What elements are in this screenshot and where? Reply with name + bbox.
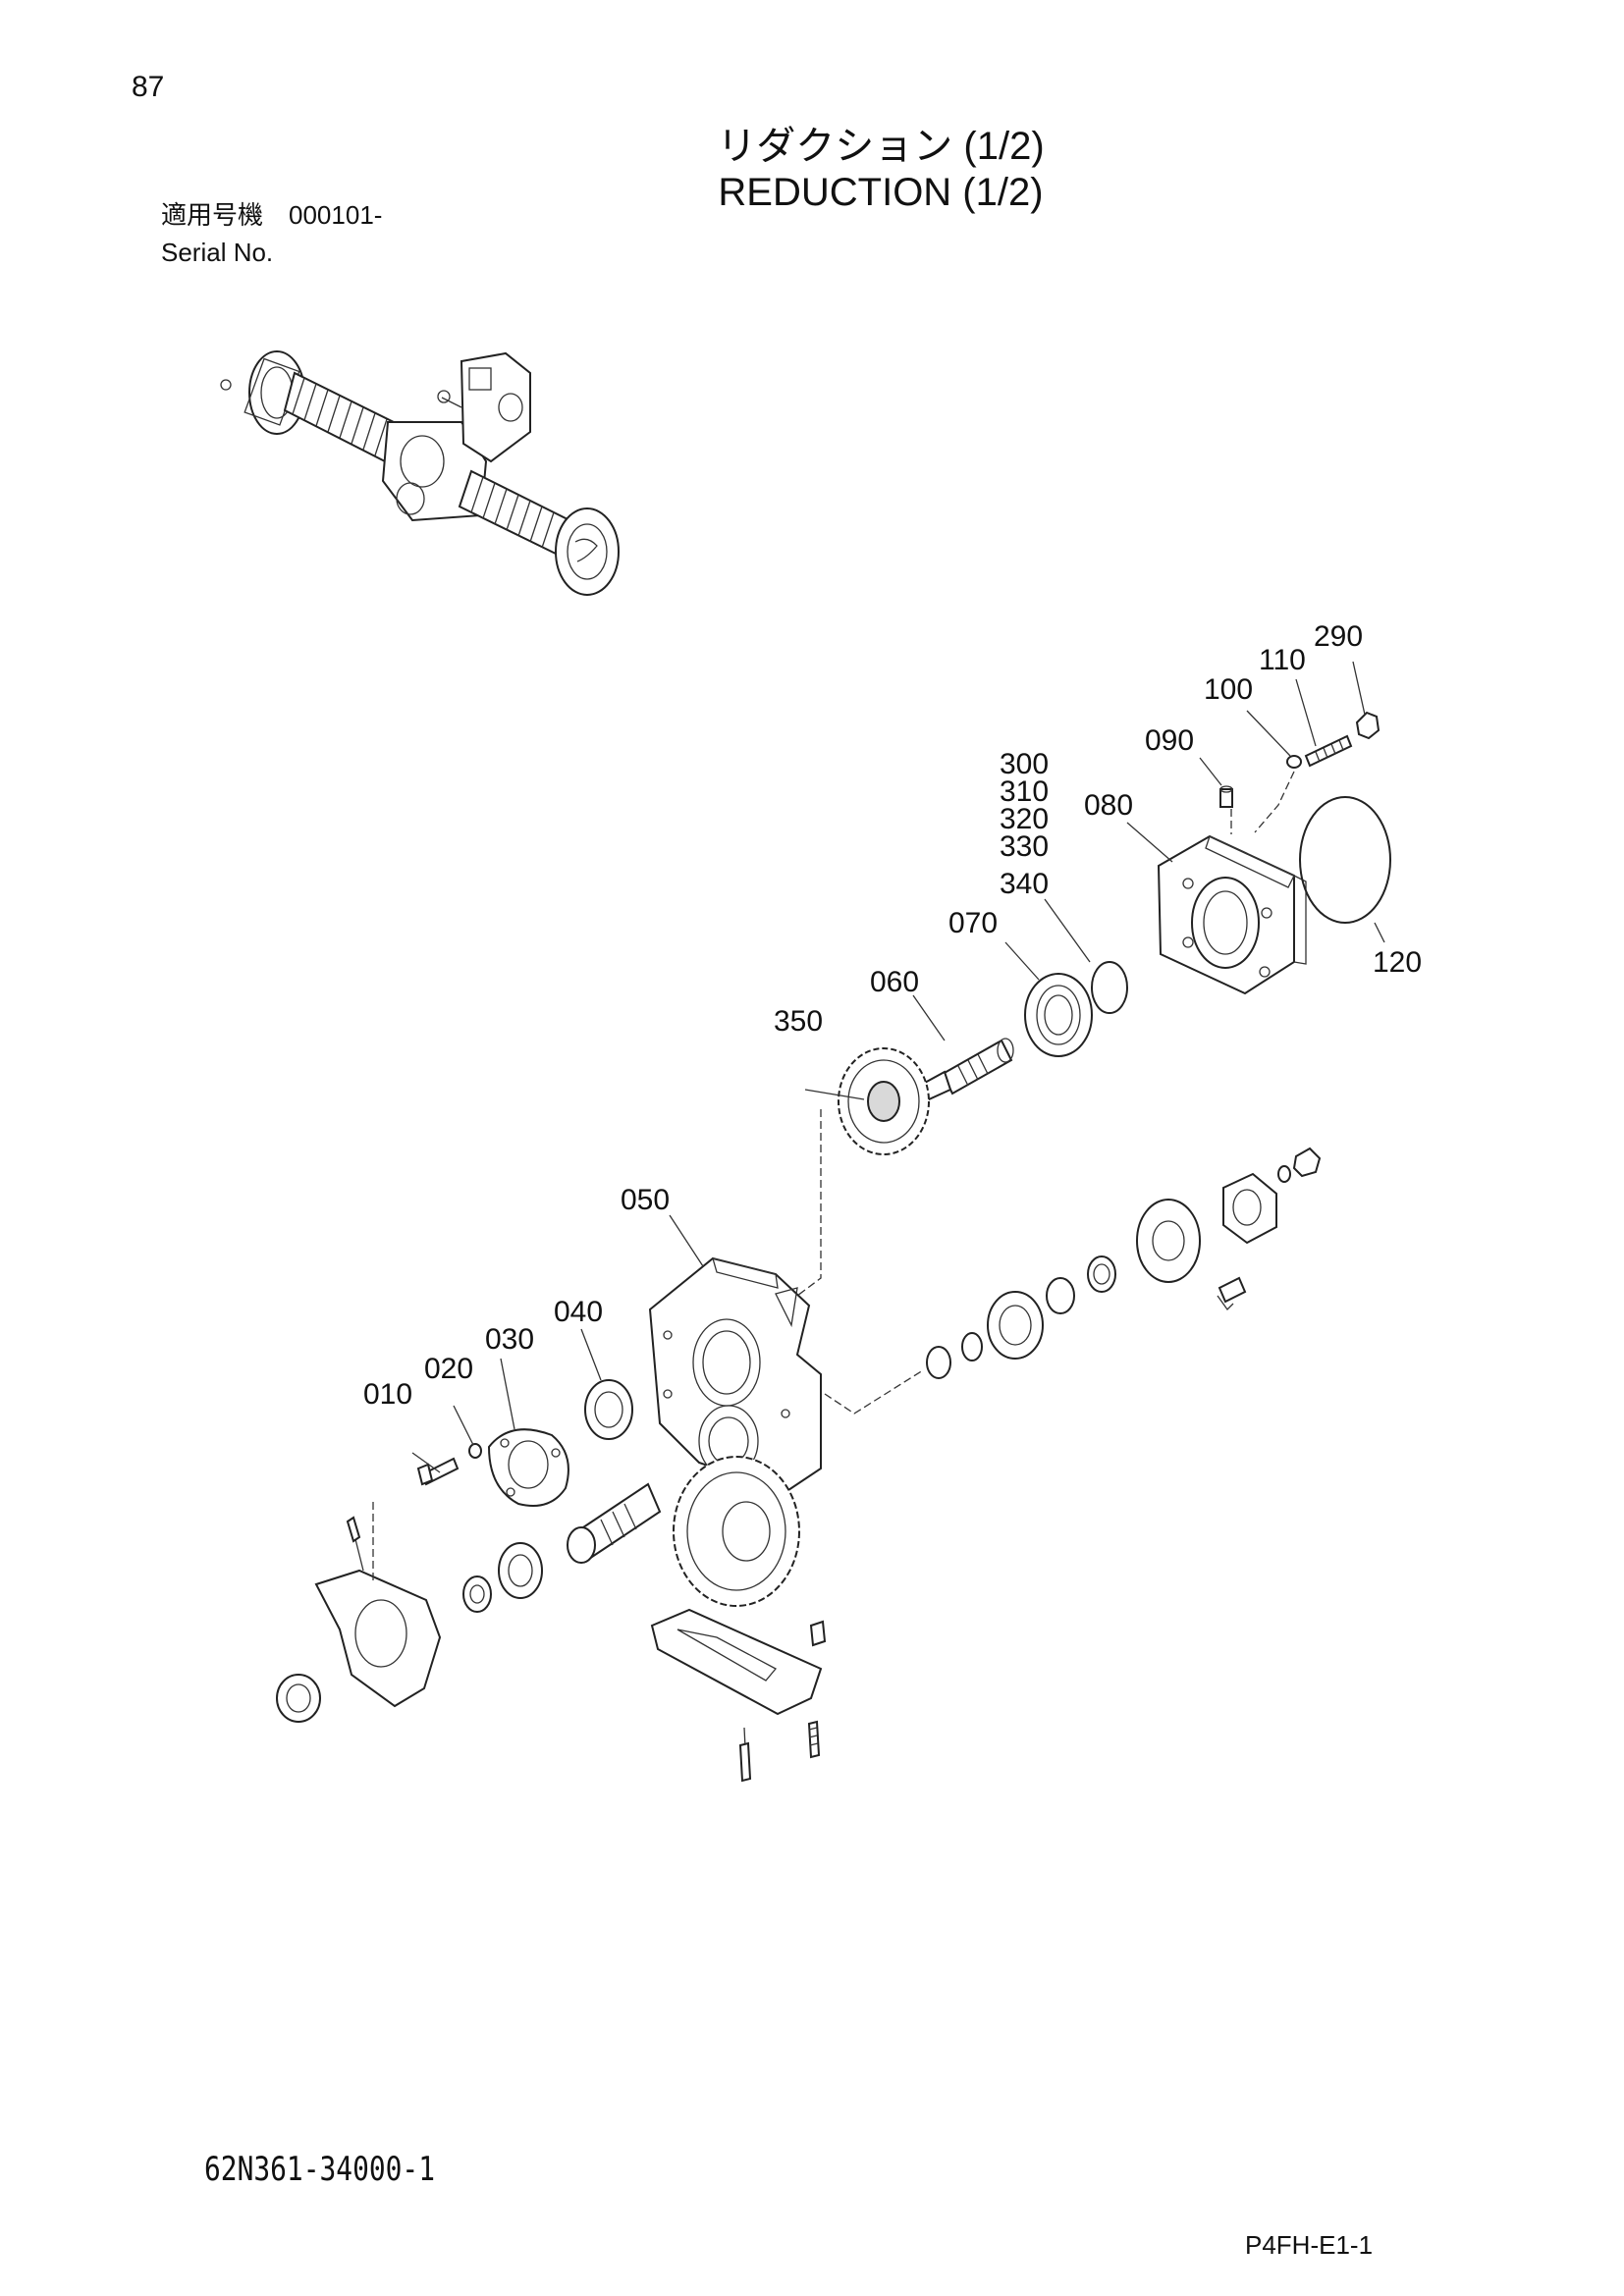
part-040-bearing [584,1379,633,1440]
page-title-en: REDUCTION (1/2) [718,171,1044,214]
part-100-washer [1286,755,1302,769]
callout-350: 350 [774,1005,823,1038]
leader-lines [372,661,1385,1582]
callout-010: 010 [363,1378,412,1411]
callout-290: 290 [1314,620,1363,653]
callout-110: 110 [1259,644,1306,676]
part-090-plug [1219,785,1233,808]
part-020-washer [468,1443,482,1459]
callout-310: 310 [1000,775,1049,808]
part-350-gear [838,1047,930,1155]
serial-info: 適用号機 000101- Serial No. [161,196,382,271]
drawing-number: 62N361-34000-1 [204,2150,435,2189]
callout-320: 320 [1000,803,1049,835]
part-080-cover [1157,834,1307,995]
input-shaft-assembly [462,1482,662,1613]
callout-300: 300 [1000,748,1049,780]
page-number: 87 [132,71,165,103]
driven-gear [673,1456,800,1607]
part-290-nut [1355,711,1380,740]
part-300-shim-set [1091,961,1128,1014]
callout-330: 330 [1000,830,1049,863]
part-010-bolt [416,1457,460,1486]
part-050-housing [648,1256,822,1494]
serial-label-en: Serial No. [161,238,274,267]
part-110-stud [1304,734,1353,768]
serial-value: 000101- [289,200,383,230]
serial-label-jp: 適用号機 [161,200,264,230]
part-060-shaft [921,1038,1014,1101]
callout-120: 120 [1373,946,1422,979]
callout-030: 030 [485,1323,534,1356]
axle-overview-illustration [220,350,620,596]
footer-code: P4FH-E1-1 [1245,2230,1374,2260]
knuckle-bracket [276,1516,442,1723]
part-070-bearing [1024,973,1093,1057]
output-shaft-assembly [926,1147,1322,1379]
part-120-o-ring [1299,796,1391,924]
callout-070: 070 [948,907,998,939]
callout-050: 050 [621,1184,670,1216]
page-title-jp: リダクション (1/2) [717,125,1045,168]
callout-040: 040 [554,1296,603,1328]
part-030-plate [487,1428,569,1507]
callout-090: 090 [1145,724,1194,757]
callout-labels: 010 020 030 040 050 060 070 080 090 100 … [363,620,1422,1411]
callout-080: 080 [1084,789,1133,822]
callout-100: 100 [1204,673,1253,706]
callout-340: 340 [1000,868,1049,900]
callout-060: 060 [870,966,919,998]
callout-020: 020 [424,1353,473,1385]
lower-bracket [650,1608,827,1783]
